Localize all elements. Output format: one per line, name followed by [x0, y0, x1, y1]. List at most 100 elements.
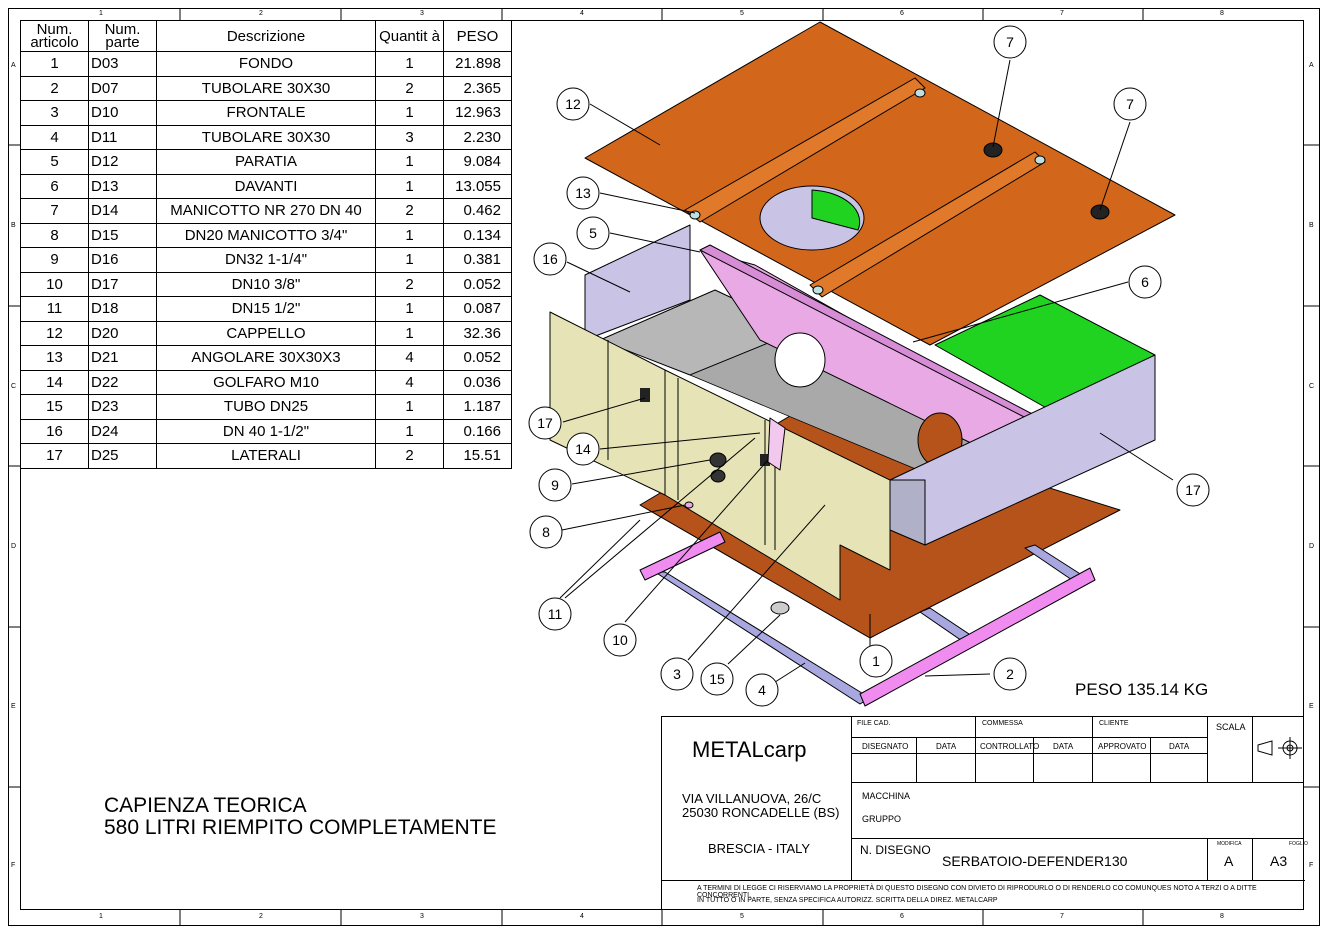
label-disegnato: DISEGNATO — [862, 742, 909, 751]
bom-cell-desc: FRONTALE — [156, 100, 376, 126]
company-name: METALcarp — [692, 737, 807, 762]
bom-cell-desc: CAPPELLO — [156, 320, 376, 346]
balloon-label: 14 — [575, 441, 591, 457]
bom-cell-num: 13 — [20, 345, 89, 371]
balloon-label: 4 — [758, 682, 766, 698]
bom-cell-peso: 1.187 — [443, 394, 512, 420]
bom-cell-num: 3 — [20, 100, 89, 126]
bom-cell-desc: TUBO DN25 — [156, 394, 376, 420]
bom-cell-part: D15 — [88, 222, 157, 248]
balloon-label: 15 — [709, 671, 725, 687]
sheet-border-outer — [8, 8, 1320, 926]
bom-cell-part: D11 — [88, 124, 157, 150]
zone-row-d-right: D — [1309, 543, 1315, 550]
bom-cell-part: D18 — [88, 296, 157, 322]
drawing-number: SERBATOIO-DEFENDER130 — [942, 853, 1128, 869]
bom-cell-qty: 4 — [375, 369, 444, 395]
tube-dn25 — [767, 417, 786, 471]
zone-col-5-bottom: 5 — [740, 913, 744, 920]
legal-notice-line2: IN TUTTO O IN PARTE, SENZA SPECIFICA AUT… — [697, 897, 998, 904]
item-balloon: 1 — [859, 644, 893, 678]
zone-col-1-top: 1 — [99, 10, 103, 17]
zone-row-c-right: C — [1309, 383, 1315, 390]
item-balloon: 16 — [533, 242, 567, 276]
label-approvato: APPROVATO — [1098, 742, 1147, 751]
balloon-label: 7 — [1006, 34, 1014, 50]
balloon-label: 8 — [542, 524, 550, 540]
eyebolt-4 — [1034, 155, 1046, 165]
balloon-label: 16 — [542, 251, 558, 267]
bom-cell-part: D21 — [88, 345, 157, 371]
bom-cell-desc: LATERALI — [156, 443, 376, 469]
rear-side-panel — [584, 224, 691, 341]
zone-col-3-bottom: 3 — [420, 913, 424, 920]
bom-header-quantita: Quantit à — [375, 20, 444, 52]
zone-col-2-bottom: 2 — [259, 913, 263, 920]
eyebolt-1 — [689, 210, 701, 220]
bom-cell-part: D14 — [88, 198, 157, 224]
revision-value: A — [1224, 853, 1234, 869]
bom-cell-qty: 2 — [375, 443, 444, 469]
item-balloon: 7 — [993, 25, 1027, 59]
bom-cell-num: 8 — [20, 222, 89, 248]
label-cliente: CLIENTE — [1099, 720, 1129, 727]
balloon-label: 3 — [673, 666, 681, 682]
bom-cell-num: 2 — [20, 75, 89, 101]
label-modifica: MODIFICA — [1217, 841, 1242, 847]
label-gruppo: GRUPPO — [862, 814, 902, 824]
label-foglio: FOGLIO — [1289, 841, 1308, 847]
cover-socket-2 — [1090, 204, 1110, 220]
zone-col-1-bottom: 1 — [99, 913, 103, 920]
zone-row-d-left: D — [11, 543, 17, 550]
bom-cell-peso: 9.084 — [443, 149, 512, 175]
bom-header-peso: PESO — [443, 20, 512, 52]
balloon-label: 17 — [537, 415, 553, 431]
zone-row-a-left: A — [11, 62, 16, 69]
item-balloon: 12 — [556, 87, 590, 121]
bom-header-descrizione: Descrizione — [156, 20, 376, 52]
balloon-circle — [1113, 87, 1147, 121]
label-file-cad: FILE CAD. — [857, 720, 891, 727]
title-block: METALcarp VIA VILLANUOVA, 26/C 25030 RON… — [661, 716, 1308, 910]
balloon-circle — [993, 657, 1027, 691]
cover-socket-1 — [983, 142, 1003, 158]
balloon-circle — [533, 242, 567, 276]
bom-cell-peso: 21.898 — [443, 51, 512, 77]
balloon-circle — [566, 432, 600, 466]
tube-frame-pink-right — [859, 567, 1096, 707]
zone-row-e-left: E — [11, 703, 16, 710]
capacity-note: CAPIENZA TEORICA 580 LITRI RIEMPITO COMP… — [104, 795, 496, 839]
fitting-dn20 — [710, 469, 726, 483]
balloon-circle — [700, 662, 734, 696]
balloon-label: 6 — [1141, 274, 1149, 290]
zone-row-b-right: B — [1309, 222, 1314, 229]
fitting-dn40 — [770, 601, 790, 615]
bom-cell-desc: MANICOTTO NR 270 DN 40 — [156, 198, 376, 224]
bom-cell-peso: 32.36 — [443, 320, 512, 346]
balloon-circle — [1176, 473, 1210, 507]
balloon-label: 1 — [872, 653, 880, 669]
bom-cell-qty: 2 — [375, 75, 444, 101]
balloon-label: 13 — [575, 185, 591, 201]
zone-row-a-right: A — [1309, 62, 1314, 69]
bom-cell-num: 5 — [20, 149, 89, 175]
sheet-size-value: A3 — [1270, 853, 1288, 869]
bom-cell-part: D24 — [88, 418, 157, 444]
bom-cell-peso: 0.166 — [443, 418, 512, 444]
bom-cell-peso: 2.230 — [443, 124, 512, 150]
balloon-label: 7 — [1126, 96, 1134, 112]
zone-col-8-bottom: 8 — [1220, 913, 1224, 920]
zone-col-8-top: 8 — [1220, 10, 1224, 17]
balloon-label: 11 — [548, 606, 563, 622]
bom-header-row: Num. articolo Num. parte Descrizione Qua… — [20, 20, 512, 52]
balloon-label: 5 — [589, 225, 597, 241]
